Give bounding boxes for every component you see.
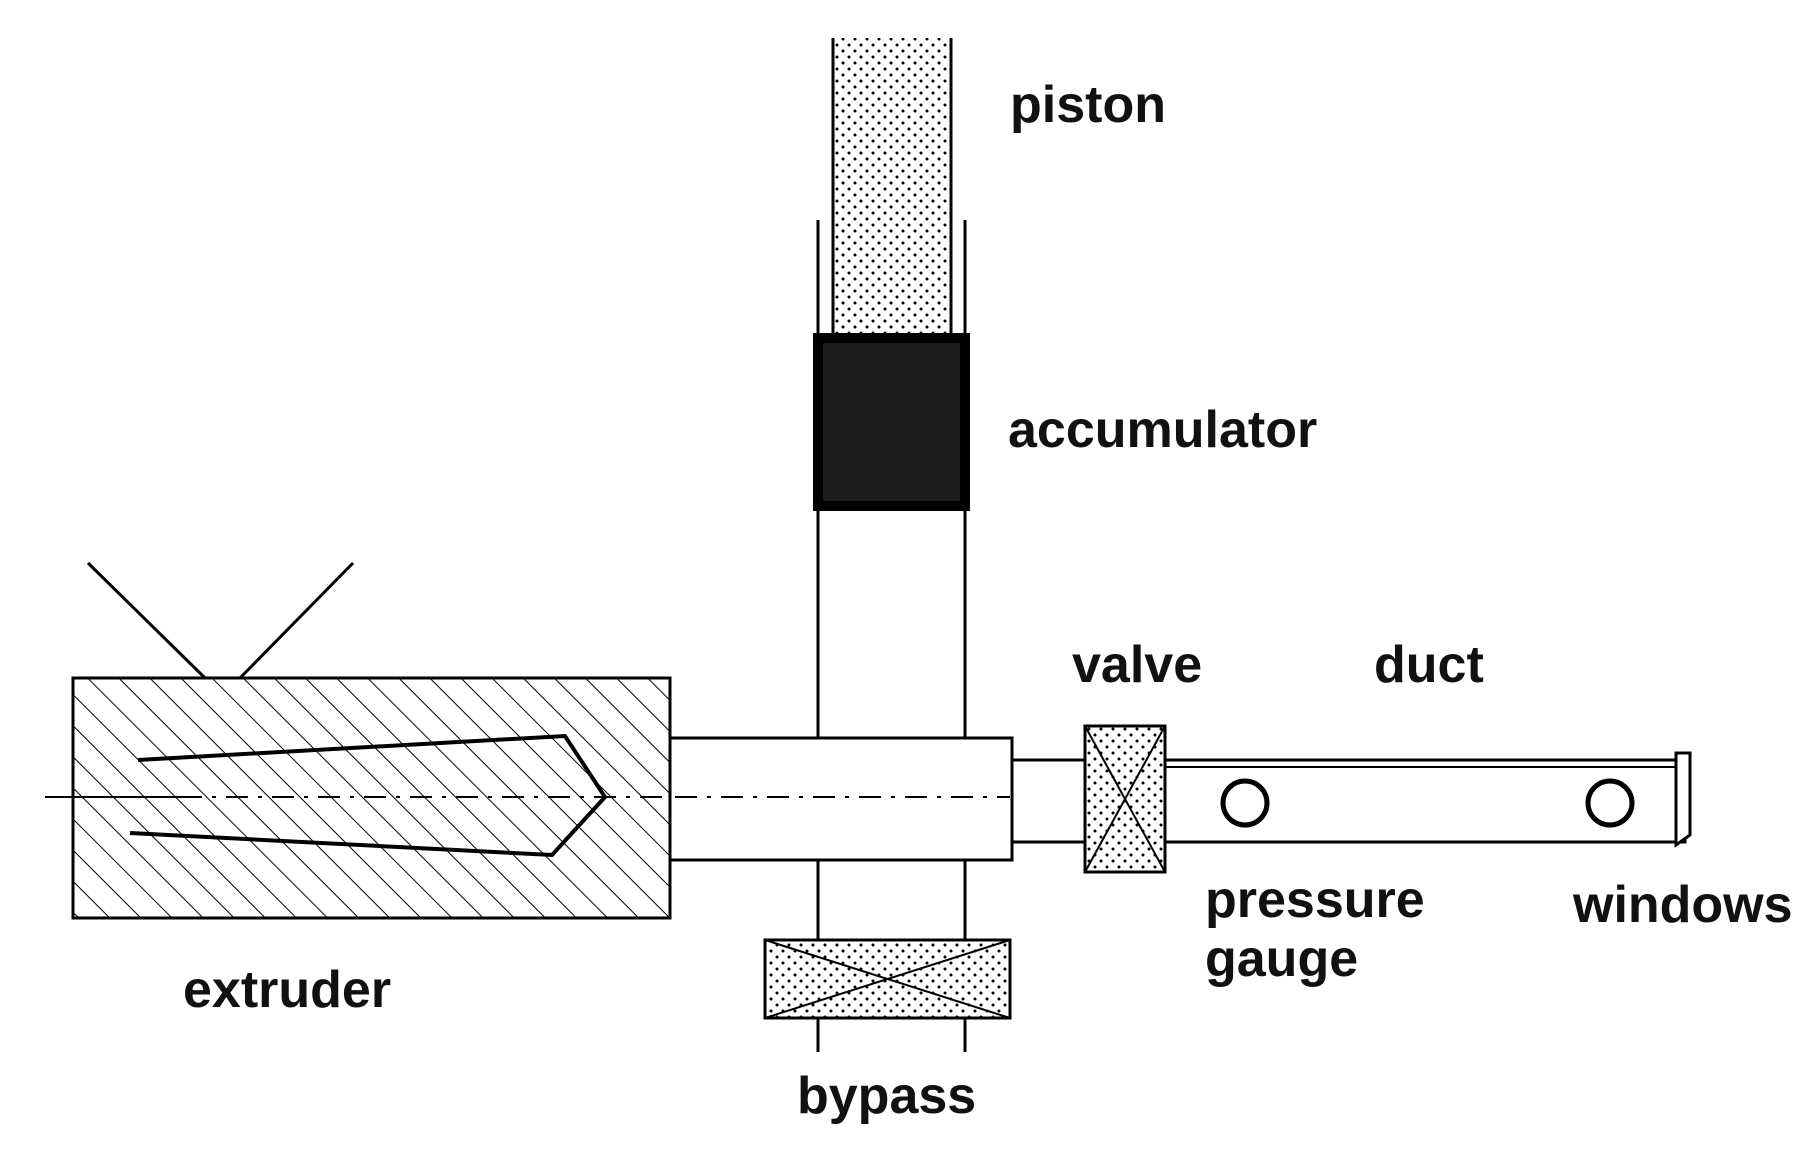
extruder-label: extruder (183, 961, 391, 1019)
pressure-gauge-port (1220, 778, 1270, 828)
windows-label: windows (1572, 876, 1793, 934)
bypass-valve-cross-2 (764, 939, 1011, 1019)
connector-block (668, 736, 1014, 862)
piston-rod (833, 38, 951, 338)
main-valve-cross-2 (1084, 725, 1166, 873)
valve-label: valve (1072, 636, 1202, 694)
bypass-label: bypass (797, 1067, 976, 1125)
duct-label: duct (1374, 636, 1484, 694)
pressure-gauge-label-line2: gauge (1205, 930, 1358, 988)
accumulator-block (813, 333, 970, 511)
window-port (1585, 778, 1635, 828)
hopper-left-line (86, 561, 207, 680)
duct-end-cap (1674, 751, 1692, 848)
piston-label: piston (1010, 76, 1166, 134)
pressure-gauge-label-line1: pressure (1205, 871, 1425, 929)
hopper-right-line (238, 561, 355, 680)
accumulator-label: accumulator (1008, 401, 1317, 459)
